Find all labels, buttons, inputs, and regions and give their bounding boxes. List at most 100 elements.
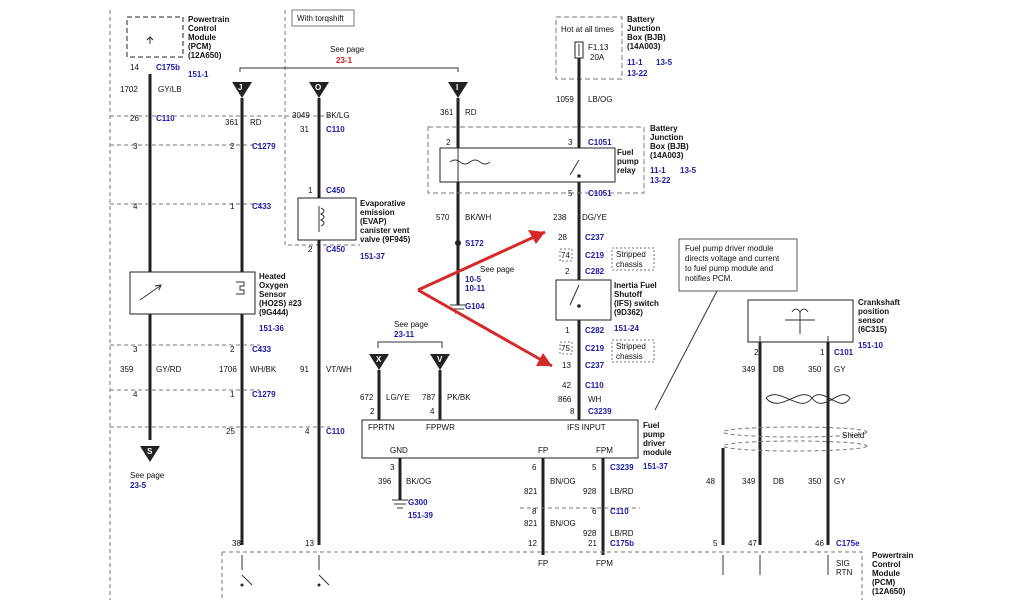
ifs-label-1: Inertia Fuel [614, 281, 657, 290]
torqshift-label: With torqshift [297, 14, 344, 23]
wire-i-color: RD [465, 108, 477, 117]
s172-label: S172 [465, 239, 484, 248]
evap-label-1: Evaporative [360, 199, 406, 208]
wire-j-color: RD [250, 118, 262, 127]
wire-1702-color: GY/LB [158, 85, 182, 94]
pin-8-fpdm: 8 [570, 407, 575, 416]
connector-v-icon [430, 354, 450, 370]
wire-396-circuit: 396 [378, 477, 392, 486]
pin-13: 13 [562, 361, 571, 370]
relay-conn-top: C1051 [588, 138, 612, 147]
pin-42: 42 [562, 381, 571, 390]
g104-see: See page [480, 265, 515, 274]
stripped-upper-1: Stripped [616, 250, 646, 259]
relay-label-1: Fuel [617, 148, 633, 157]
ho2s-label-5: (9G444) [259, 308, 289, 317]
pin-2-ho2s: 2 [230, 345, 235, 354]
wire-672-color: LG/YE [386, 393, 410, 402]
fpdm-label-1: Fuel [643, 421, 659, 430]
connector-o-label: O [315, 83, 321, 92]
c1279-label: C1279 [252, 142, 276, 151]
wire-238-color: DG/YE [582, 213, 607, 222]
wire-359-color: GY/RD [156, 365, 182, 374]
relay-bjb-page-2: 13-5 [680, 166, 697, 175]
ifs-label-4: (9D362) [614, 308, 643, 317]
ckp-label-4: (6C315) [858, 325, 887, 334]
callout-line-1: Fuel pump driver module [685, 244, 774, 253]
see-page-xv-ref: 23-11 [394, 330, 415, 339]
wire-787-circuit: 787 [422, 393, 436, 402]
wire-349-circuit: 349 [742, 365, 756, 374]
fpdm-pin-fprtn: FPRTN [368, 423, 395, 432]
ifs-page: 151-24 [614, 324, 639, 333]
ckp-label-2: position [858, 307, 889, 316]
pcm-bottom-label-2: Control [872, 560, 900, 569]
pin-1-j: 1 [230, 202, 235, 211]
stripped-lower-box [611, 339, 655, 363]
wire-928-color: LB/RD [610, 487, 634, 496]
ho2s-label-3: Sensor [259, 290, 286, 299]
c110-label-o: C110 [326, 125, 345, 134]
relay-conn-bottom: C1051 [588, 189, 612, 198]
pcm-top-box [126, 16, 184, 58]
fpdm-label-2: pump [643, 430, 665, 439]
see-page-ref: 23-1 [336, 56, 353, 65]
pin-5-pcm: 5 [713, 539, 718, 548]
relay-pin-3: 3 [568, 138, 573, 147]
red-arrow-lower [417, 288, 553, 368]
pcm-top-label-5: (12A650) [188, 51, 222, 60]
pcm-pin-fpm: FPM [596, 559, 613, 568]
pin-25: 25 [226, 427, 235, 436]
relay-bjb-4: (14A003) [650, 151, 684, 160]
relay-outer-box [427, 126, 645, 194]
ho2s-label-2: Oxygen [259, 281, 288, 290]
fpdm-pin-ifs: IFS INPUT [567, 423, 606, 432]
pin-4-left: 4 [133, 202, 138, 211]
relay-bjb-1: Battery [650, 124, 678, 133]
pin-3-left: 3 [133, 142, 138, 151]
pin-2-evap: 2 [308, 245, 313, 254]
c219-lower: C219 [585, 344, 605, 353]
pin-12: 12 [528, 539, 537, 548]
evap-label-5: valve (9F945) [360, 235, 411, 244]
see-page-label: See page [330, 45, 365, 54]
bjb-top-box [555, 16, 623, 80]
wire-928-color-2: LB/RD [610, 529, 634, 538]
g300-label: G300 [408, 498, 428, 507]
fuel-pump-driver-module-box [361, 419, 639, 459]
pin-6-fp: 6 [532, 463, 537, 472]
bjb-label-4: (14A003) [627, 42, 661, 51]
pcm-bottom-label-3: Module [872, 569, 901, 578]
pin-13-pcm: 13 [305, 539, 314, 548]
bjb-label-3: Box (BJB) [627, 33, 666, 42]
pin-47-pcm: 47 [748, 539, 757, 548]
evap-valve-box [297, 197, 357, 241]
callout-line-4: notifies PCM. [685, 274, 733, 283]
fpdm-pin-gnd: GND [390, 446, 408, 455]
ho2s-label-4: (HO2S) #23 [259, 299, 302, 308]
relay-bjb-page-3: 13-22 [650, 176, 671, 185]
wire-350-color: GY [834, 365, 846, 374]
wire-928-circuit-2: 928 [583, 529, 597, 538]
pin-1-c282: 1 [565, 326, 570, 335]
pin-2-j: 2 [230, 142, 235, 151]
pcm-top-label-2: Control [188, 24, 216, 33]
callout-box [678, 238, 798, 292]
pcm-bottom-label-5: (12A650) [872, 587, 906, 596]
evap-label-2: emission [360, 208, 395, 217]
pcm-bottom-label-4: (PCM) [872, 578, 895, 587]
pcm-top-label-4: (PCM) [188, 42, 211, 51]
wire-866-circuit: 866 [558, 395, 572, 404]
ckp-pin-1: 1 [820, 348, 825, 357]
wire-928-circuit: 928 [583, 487, 597, 496]
ckp-label-1: Crankshaft [858, 298, 900, 307]
c219-upper: C219 [585, 251, 605, 260]
red-arrow-upper [417, 230, 546, 292]
connector-i-icon [448, 82, 468, 98]
c219-lower-box [559, 341, 573, 355]
pcm-pin-fp: FP [538, 559, 548, 568]
fuse-id: F1.13 [588, 43, 609, 52]
fuel-pump-relay-box [439, 147, 616, 183]
twisted-pair-icon [765, 394, 851, 404]
c433-lower: C433 [252, 345, 272, 354]
